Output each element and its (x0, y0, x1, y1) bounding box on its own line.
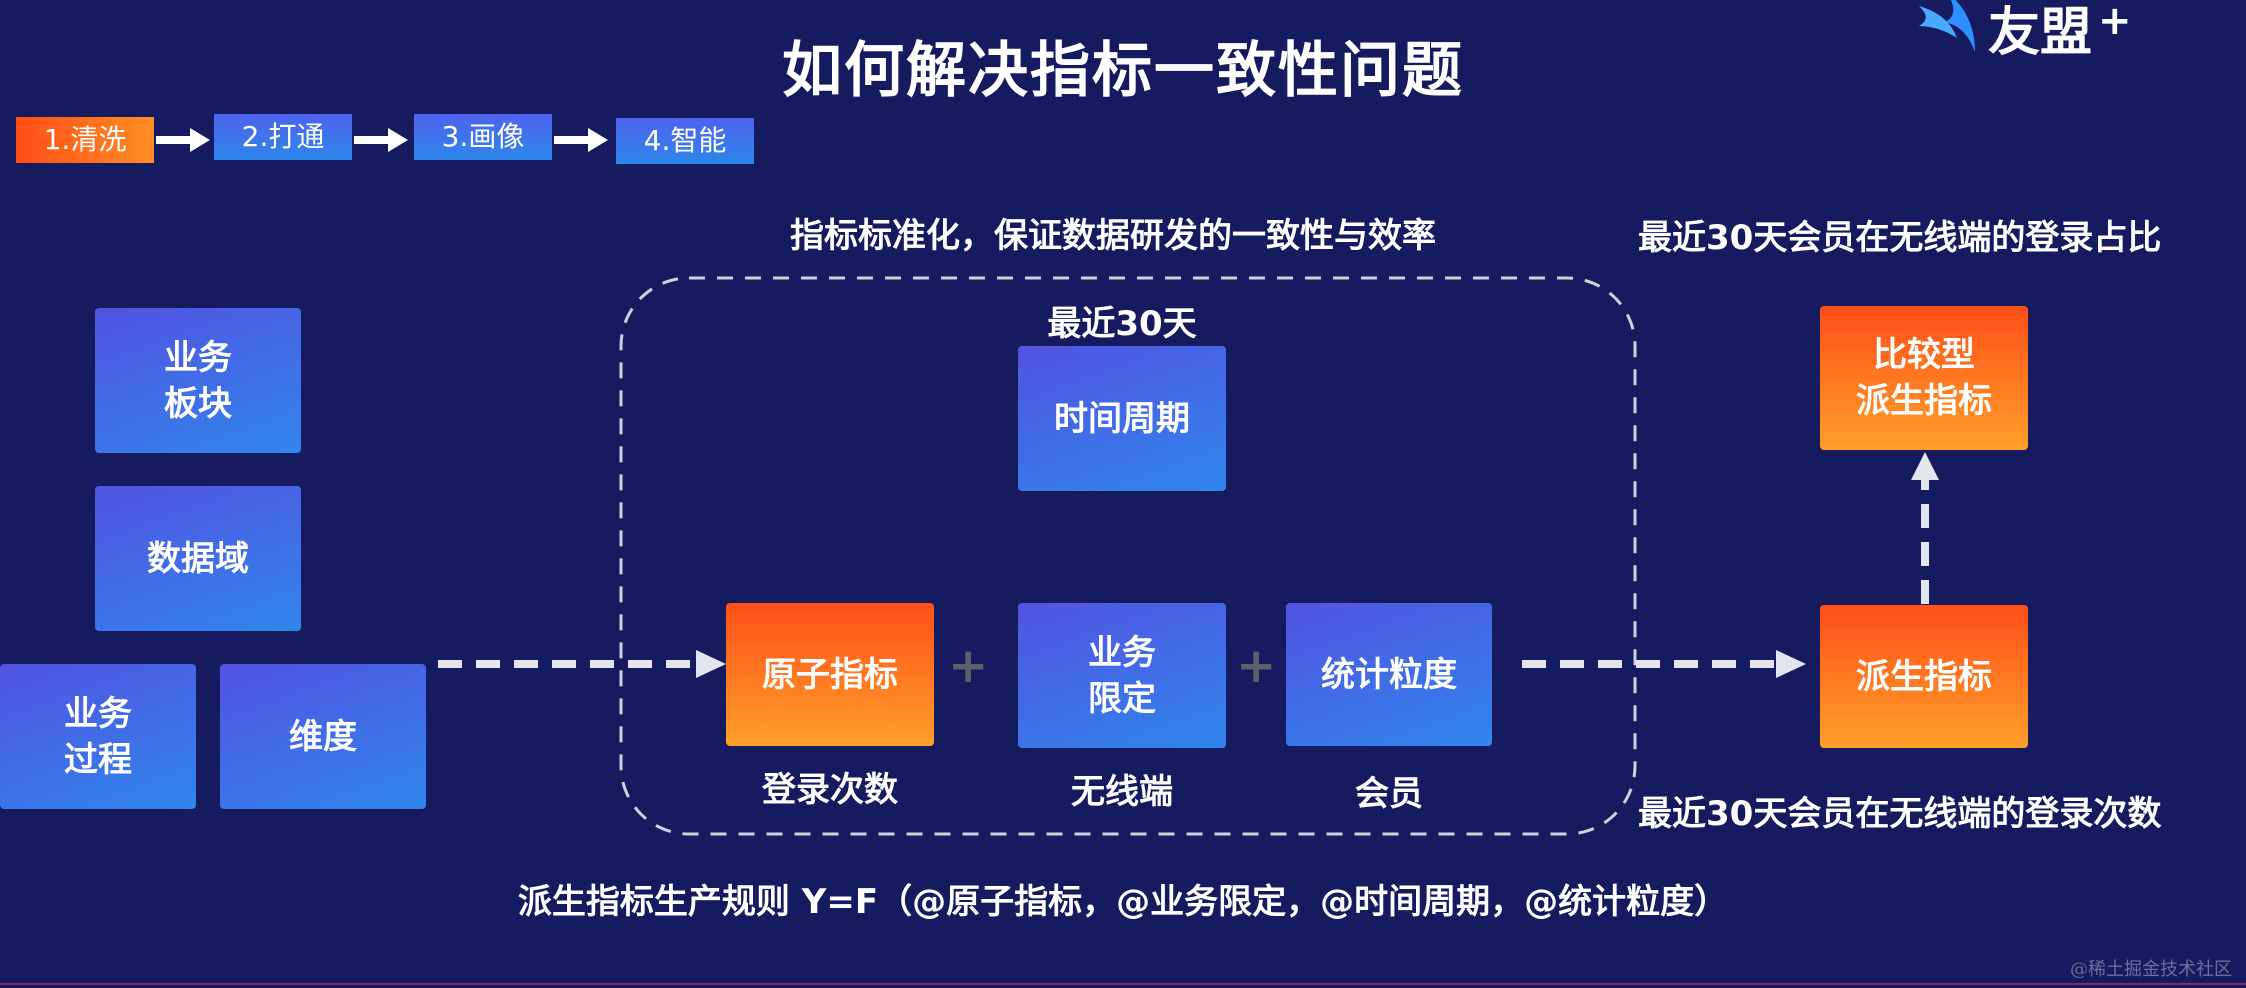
plus-sign: + (948, 638, 989, 694)
formula-text: 派生指标生产规则 Y=F（@原子指标，@业务限定，@时间周期，@统计粒度） (517, 882, 1729, 922)
business-segment-box: 业务 板块 (95, 308, 301, 453)
comparative-derived-metric-box: 比较型 派生指标 (1820, 306, 2028, 450)
arrow-right-icon (554, 128, 608, 152)
logo-plus: + (2098, 0, 2132, 44)
business-process-box: 业务 过程 (0, 664, 196, 809)
atomic-metric-box: 原子指标 (726, 603, 934, 746)
stat-granularity-box: 统计粒度 (1286, 603, 1492, 746)
arrow-right-icon (354, 128, 408, 152)
dimension-box: 维度 (220, 664, 426, 809)
bottom-divider (0, 983, 2246, 985)
business-qualifier-box: 业务 限定 (1018, 603, 1226, 748)
data-domain-box: 数据域 (95, 486, 301, 631)
step-connect[interactable]: 2.打通 (214, 114, 352, 160)
watermark: @稀土掘金技术社区 (2070, 959, 2232, 980)
qualifier-caption: 无线端 (1071, 772, 1173, 812)
derived-metric-box: 派生指标 (1820, 605, 2028, 748)
granularity-caption: 会员 (1355, 774, 1423, 814)
arrow-right-icon (156, 128, 210, 152)
time-label: 最近30天 (1047, 304, 1197, 344)
swallow-logo-icon (1919, 0, 1975, 52)
step-clean[interactable]: 1.清洗 (16, 117, 154, 163)
time-period-box: 时间周期 (1018, 346, 1226, 491)
right-bottom-caption: 最近30天会员在无线端的登录次数 (1638, 794, 2162, 834)
page-title: 如何解决指标一致性问题 (782, 36, 1464, 106)
right-heading: 最近30天会员在无线端的登录占比 (1638, 218, 2162, 258)
center-heading: 指标标准化，保证数据研发的一致性与效率 (790, 216, 1436, 256)
step-intelligence[interactable]: 4.智能 (616, 118, 754, 164)
atomic-caption: 登录次数 (762, 770, 898, 810)
logo-text: 友盟 (1988, 3, 2093, 63)
plus-sign: + (1236, 638, 1277, 694)
step-profile[interactable]: 3.画像 (414, 114, 552, 160)
